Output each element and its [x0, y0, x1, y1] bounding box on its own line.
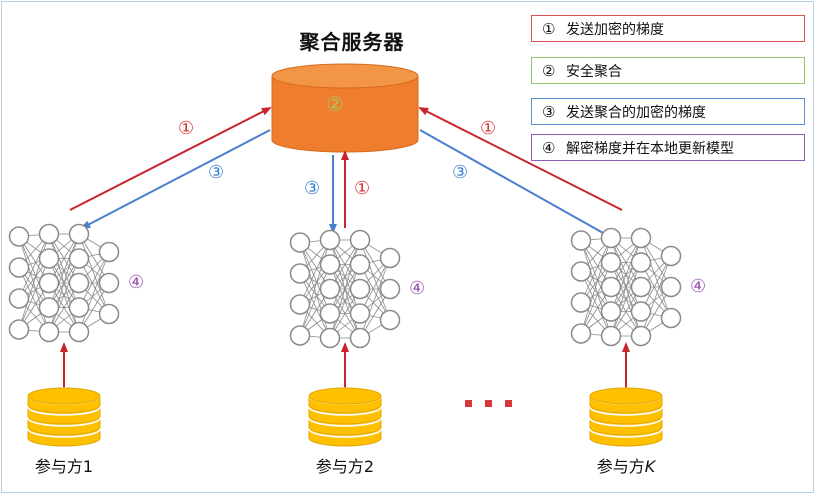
arrow-return-pk [419, 129, 614, 239]
server-cylinder-icon [271, 63, 419, 153]
step-send-label-p1: ① [178, 118, 195, 139]
legend-item-secure-aggregation: ② 安全聚合 [531, 57, 805, 84]
legend-num: ③ [542, 102, 556, 121]
legend-text: 发送加密的梯度 [566, 21, 664, 38]
legend-item-return-gradient: ③ 发送聚合的加密的梯度 [531, 98, 805, 125]
step-update-label-p2: ④ [409, 278, 426, 299]
ellipsis-dots [465, 400, 512, 407]
arrow-send-p1 [69, 107, 272, 211]
legend-text: 安全聚合 [566, 63, 622, 80]
participant-label-k: 参与方K [556, 453, 696, 477]
participant-label-1: 参与方1 [0, 453, 134, 477]
step-aggregate-label: ② [326, 92, 344, 116]
neural-network-icon-p1 [8, 223, 120, 343]
participant-label-2: 参与方2 [275, 453, 415, 477]
legend-num: ④ [542, 138, 556, 157]
participant-name: 参与方1 [34, 457, 94, 476]
legend-num: ① [542, 19, 556, 38]
legend-item-send-gradient: ① 发送加密的梯度 [531, 15, 805, 42]
server-title: 聚合服务器 [299, 30, 405, 54]
step-return-label-p2: ③ [304, 178, 321, 199]
participant-name: 参与方 [596, 457, 645, 476]
step-return-label-pk: ③ [452, 162, 469, 183]
arrow-send-pk [418, 107, 623, 211]
step-send-label-pk: ① [480, 118, 497, 139]
step-update-label-p1: ④ [128, 272, 145, 293]
participant-name: 参与方2 [315, 457, 375, 476]
step-return-label-p1: ③ [208, 162, 225, 183]
legend-text: 解密梯度并在本地更新模型 [566, 140, 734, 157]
step-update-label-pk: ④ [690, 276, 707, 297]
arrow-return-p1 [80, 129, 271, 229]
step-send-label-p2: ① [354, 178, 371, 199]
database-icon-pk [589, 387, 663, 447]
neural-network-icon-p2 [289, 229, 401, 349]
legend-text: 发送聚合的加密的梯度 [566, 104, 706, 121]
legend-num: ② [542, 61, 556, 80]
database-icon-p2 [308, 387, 382, 447]
legend-item-local-update: ④ 解密梯度并在本地更新模型 [531, 134, 805, 161]
neural-network-icon-pk [570, 227, 682, 347]
database-icon-p1 [27, 387, 101, 447]
participant-index: K [644, 457, 656, 476]
